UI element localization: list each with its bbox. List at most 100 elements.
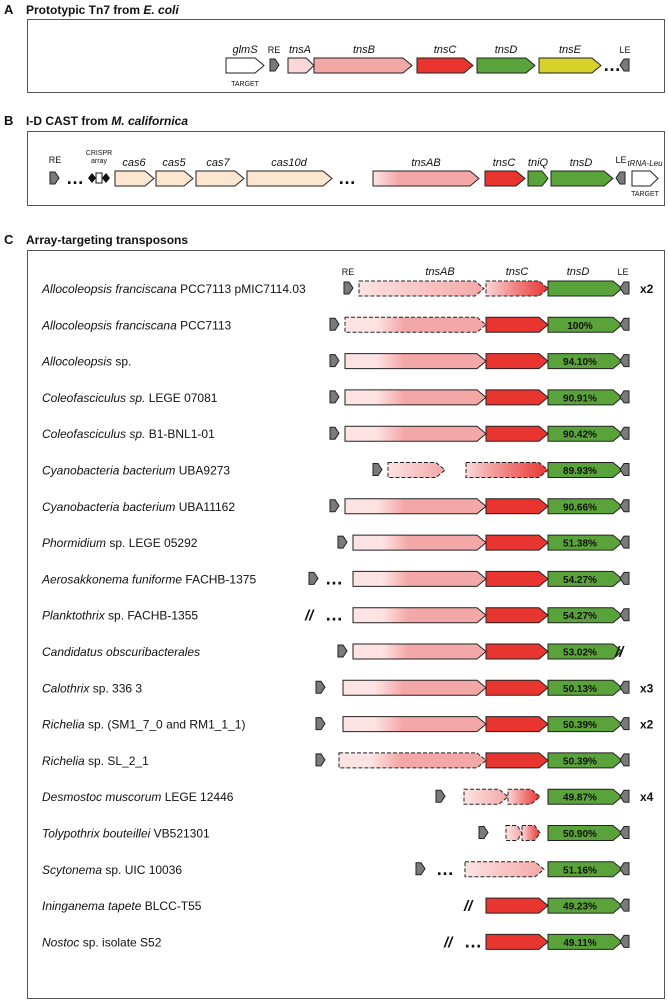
species-strain: PCC7113 <box>177 318 232 332</box>
species-label: Aerosakkonema funiforme FACHB-1375 <box>41 572 256 586</box>
species-strain: sp. isolate S52 <box>79 935 161 949</box>
species-italic: Tolypothrix bouteillei <box>42 827 151 841</box>
tnsd-identity-value: 54.27% <box>563 575 597 586</box>
le-label: LE <box>615 155 626 165</box>
tnsd-gene <box>550 170 614 187</box>
re-marker <box>315 717 326 731</box>
target-label: TARGET <box>631 191 660 198</box>
cas10d-gene <box>246 170 333 187</box>
species-strain: sp. 336 3 <box>89 681 142 695</box>
table-row: Nostoc sp. isolate S52//…49.11% <box>42 931 630 951</box>
tnsc-gene <box>485 280 549 297</box>
le-marker <box>619 608 630 622</box>
re-marker <box>329 317 340 331</box>
tnsab-gene <box>352 643 487 660</box>
species-strain: sp. <box>112 355 131 369</box>
tnsc-gene <box>485 389 549 406</box>
tnsd-identity-value: 50.39% <box>563 756 597 767</box>
tnsab-gene <box>463 788 509 805</box>
species-label: Tolypothrix bouteillei VB521301 <box>42 827 210 841</box>
tnsc-gene <box>521 825 541 841</box>
table-row: Scytonema sp. UIC 10036…51.16% <box>42 859 630 879</box>
ellipsis: … <box>436 859 454 879</box>
species-italic: Richelia <box>42 754 85 768</box>
table-row: Allocoleopsis sp.94.10% <box>41 353 630 370</box>
le-marker <box>619 898 630 912</box>
crispr-repeat <box>88 173 96 183</box>
tnsd-gene <box>547 607 623 624</box>
le-marker <box>619 753 630 767</box>
le-marker <box>619 934 630 948</box>
tnsd-identity-value: 53.02% <box>563 648 597 659</box>
panel-b-label: B <box>4 113 14 128</box>
le-marker <box>619 826 630 839</box>
tnse-label: tnsE <box>559 44 582 56</box>
tnsd-gene <box>547 897 623 914</box>
tnsd-gene <box>547 825 623 841</box>
re-marker <box>308 571 319 585</box>
tnsd-identity-value: 51.16% <box>563 865 597 876</box>
tnsab-gene <box>344 498 487 515</box>
re-marker <box>315 753 326 767</box>
tnsc-gene <box>507 788 541 805</box>
panel-a-label: A <box>4 2 14 17</box>
tnsab-gene <box>352 570 487 587</box>
species-label: Phormidium sp. LEGE 05292 <box>42 536 198 550</box>
species-strain: UBA11162 <box>175 500 235 514</box>
re-marker <box>329 390 340 404</box>
tnsd-gene <box>547 280 623 297</box>
tnsd-identity-value: 50.39% <box>563 720 597 731</box>
cas5-label: cas5 <box>162 157 186 169</box>
tnsd-gene <box>547 425 623 442</box>
tnsab-gene <box>372 170 480 187</box>
tnsd-gene <box>547 933 623 950</box>
tnsab-gene <box>344 389 487 406</box>
tnsd-gene <box>547 389 623 406</box>
panel-a-title-plain: Prototypic Tn7 from <box>26 3 144 17</box>
le-marker <box>619 717 630 731</box>
species-italic: Cyanobacteria bacterium <box>42 500 175 514</box>
species-strain: VB521301 <box>150 827 210 841</box>
tnsab-gene <box>352 534 487 551</box>
tnsd-gene <box>547 643 623 660</box>
ellipsis-b-2: … <box>338 168 356 188</box>
tnsd-header: tnsD <box>567 266 590 278</box>
cas6-gene <box>114 170 155 187</box>
tnsc-gene <box>485 534 549 551</box>
re-marker <box>315 680 326 694</box>
species-strain: sp. FACHB-1355 <box>105 609 199 623</box>
tnsc-label: tnsC <box>434 44 457 56</box>
species-label: Candidatus obscuribacterales <box>42 645 200 659</box>
tnsd-identity-value: 89.93% <box>563 466 597 477</box>
tnsa-label: tnsA <box>289 44 311 56</box>
tnsc-gene <box>484 170 526 187</box>
panel-b-title: I-D CAST from M. californica <box>26 114 188 128</box>
species-strain: LEGE 12446 <box>161 790 233 804</box>
le-marker <box>619 535 630 549</box>
tnsc-gene <box>485 679 549 696</box>
tnsd-identity-value: 49.87% <box>563 793 597 804</box>
trna-label: tRNA-Leu <box>627 159 663 168</box>
re-marker <box>372 463 383 476</box>
tnsd-identity-value: 49.23% <box>563 902 597 913</box>
crispr-repeat <box>102 173 110 183</box>
le-marker <box>619 680 630 694</box>
le-marker <box>619 426 630 440</box>
ellipsis: … <box>325 605 343 625</box>
tnsd-label: tnsD <box>495 44 518 56</box>
tnsd-gene <box>547 679 623 696</box>
tnsd-identity-value: 51.38% <box>563 539 597 550</box>
species-italic: Phormidium <box>42 536 106 550</box>
species-strain: B1-BNL1-01 <box>145 427 215 441</box>
tnsd-identity-value: 94.10% <box>563 357 597 368</box>
ellipsis: … <box>325 568 343 588</box>
panel-c-label: C <box>4 232 14 247</box>
target-label: TARGET <box>231 81 260 88</box>
panel-a-title: Prototypic Tn7 from E. coli <box>26 3 179 17</box>
